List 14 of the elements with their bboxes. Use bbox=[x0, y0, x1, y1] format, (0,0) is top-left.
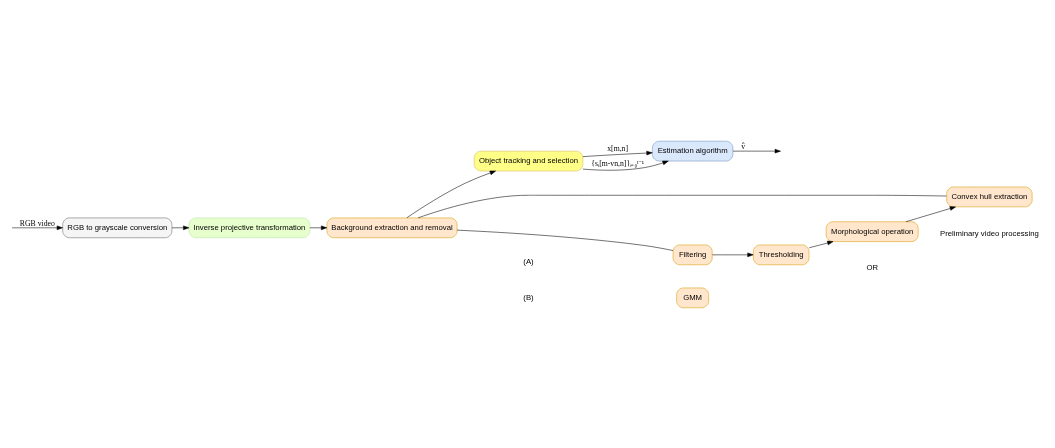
arrow bbox=[712, 252, 754, 257]
arrow bbox=[406, 170, 496, 218]
arrow bbox=[309, 225, 328, 230]
arrow bbox=[582, 160, 669, 171]
edge-label: x[m,n] bbox=[607, 143, 629, 153]
arrow bbox=[808, 240, 834, 248]
arrow bbox=[11, 225, 63, 230]
edge-label: RGB video bbox=[19, 218, 55, 228]
arrow bbox=[905, 205, 956, 222]
edge-label: v̂ bbox=[741, 141, 746, 151]
arrow bbox=[732, 148, 781, 153]
edge-label: {sᵢ[m-vn,n]}ᵢ₌₀ᴵ⁻¹ bbox=[591, 158, 644, 168]
arrow bbox=[582, 150, 653, 157]
arrow bbox=[171, 225, 190, 230]
